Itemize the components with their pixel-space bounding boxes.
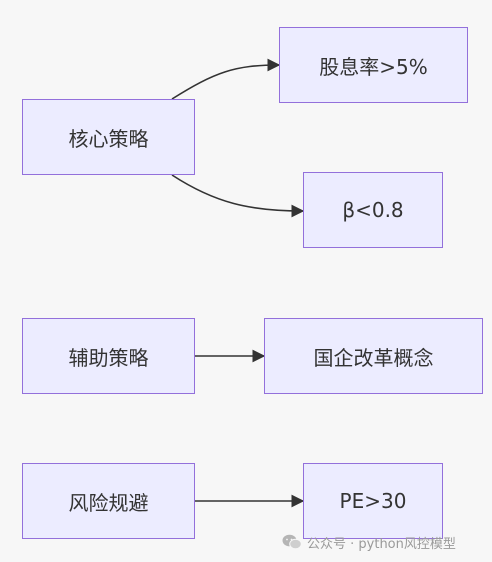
node-pe: PE>30 <box>303 463 443 539</box>
wechat-icon <box>282 534 302 550</box>
node-beta-label: β<0.8 <box>342 198 404 222</box>
watermark: 公众号 · python风控模型 <box>282 531 456 553</box>
node-risk-avoid: 风险规避 <box>22 463 195 539</box>
node-aux-strategy-label: 辅助策略 <box>68 345 149 370</box>
node-soe-reform-label: 国企改革概念 <box>313 345 434 370</box>
edge-core-to-beta <box>171 174 305 218</box>
watermark-text: 公众号 · python风控模型 <box>307 536 456 552</box>
node-core-strategy-label: 核心策略 <box>68 126 149 151</box>
node-aux-strategy: 辅助策略 <box>22 318 195 394</box>
node-dividend-yield-label: 股息率>5% <box>319 54 428 79</box>
node-soe-reform: 国企改革概念 <box>264 318 483 394</box>
edge-core-to-dividend <box>171 58 281 100</box>
node-pe-label: PE>30 <box>339 489 407 513</box>
node-dividend-yield: 股息率>5% <box>279 27 468 103</box>
node-risk-avoid-label: 风险规避 <box>68 490 149 515</box>
node-core-strategy: 核心策略 <box>22 99 195 175</box>
node-beta: β<0.8 <box>303 172 443 248</box>
